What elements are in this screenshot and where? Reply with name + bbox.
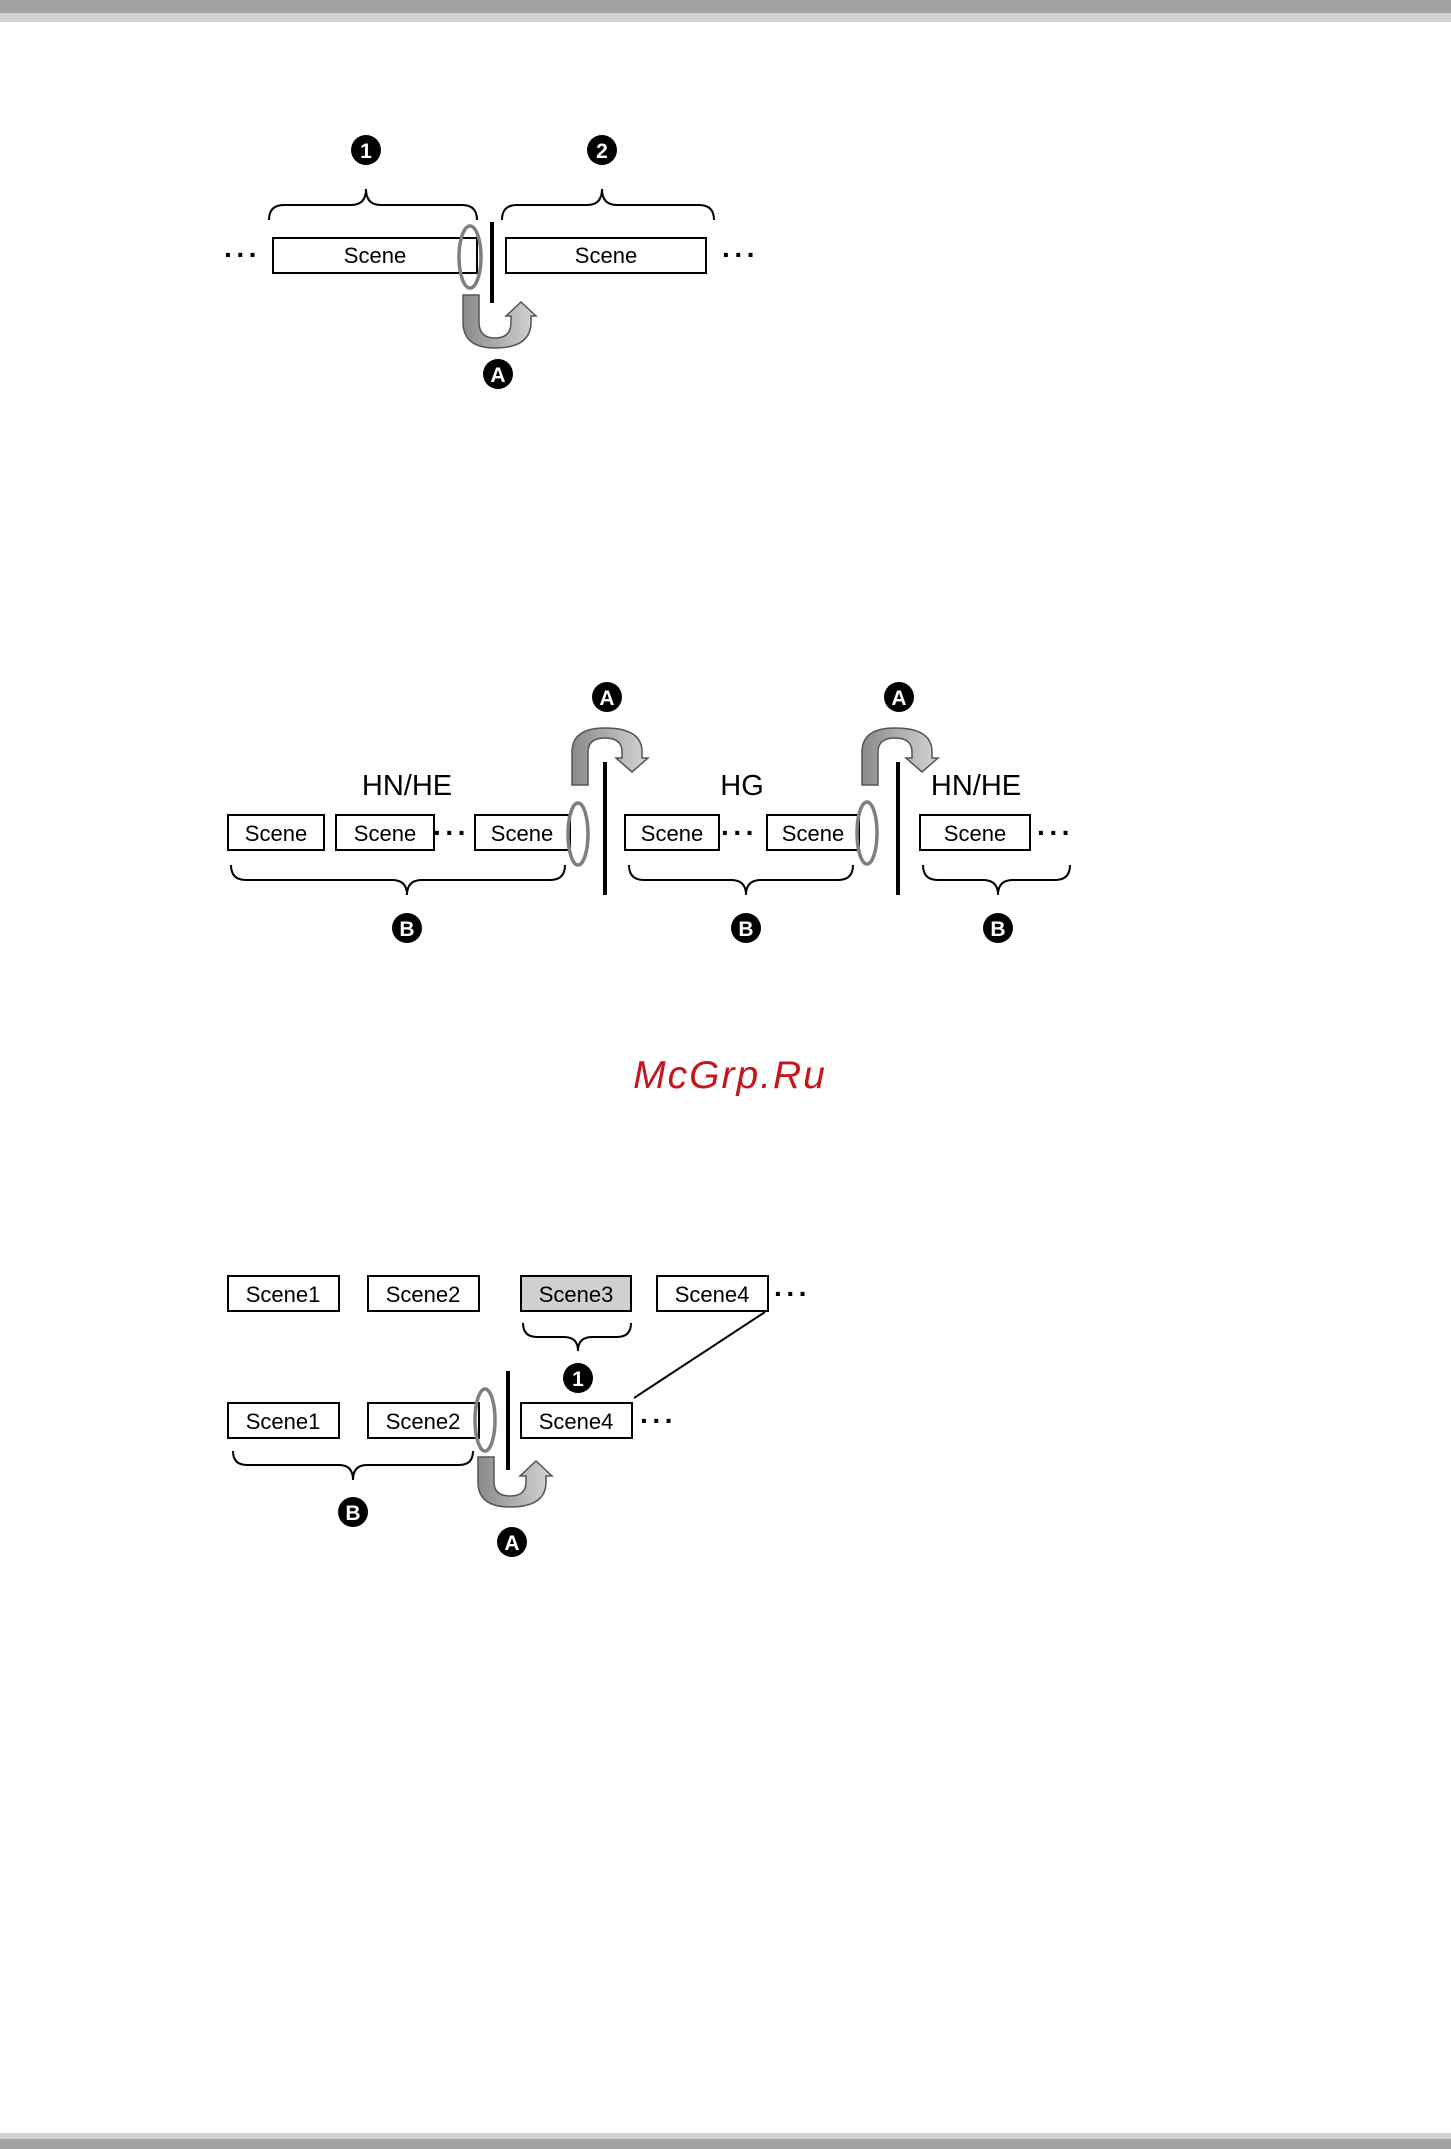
scene3-label: Scene3 bbox=[539, 1282, 614, 1307]
brace-b bbox=[231, 865, 565, 895]
scene4-label: Scene4 bbox=[539, 1409, 614, 1434]
marker-b-label: B bbox=[738, 918, 753, 941]
ellipsis-left: ··· bbox=[224, 239, 261, 270]
heading-hn-he: HN/HE bbox=[362, 770, 452, 802]
brace-b bbox=[233, 1451, 473, 1480]
brace-1 bbox=[269, 189, 477, 220]
marker-a-label: A bbox=[490, 364, 505, 387]
brace-b bbox=[629, 865, 853, 895]
watermark: McGrp.Ru bbox=[633, 1054, 827, 1097]
ellipsis: ··· bbox=[640, 1405, 677, 1436]
marker-a-label: A bbox=[891, 687, 906, 710]
scene-box-label: Scene bbox=[354, 821, 416, 846]
scene1-label: Scene1 bbox=[246, 1282, 321, 1307]
jump-arrow bbox=[572, 728, 648, 785]
scene1-label: Scene1 bbox=[246, 1409, 321, 1434]
brace-2 bbox=[502, 189, 714, 220]
scene4-label: Scene4 bbox=[675, 1282, 750, 1307]
diagram-1: ··· Scene Scene ··· 1 2 A bbox=[224, 135, 759, 389]
scene2-label: Scene2 bbox=[386, 1282, 461, 1307]
scene-box-label: Scene bbox=[782, 821, 844, 846]
scene-box-label: Scene bbox=[245, 821, 307, 846]
marker-b-label: B bbox=[990, 918, 1005, 941]
marker-1-label: 1 bbox=[572, 1368, 584, 1391]
scene-box-label: Scene bbox=[344, 243, 406, 268]
jump-arrow bbox=[478, 1457, 552, 1507]
ellipsis: ··· bbox=[1037, 817, 1074, 848]
connector-line bbox=[634, 1312, 765, 1398]
diagram-3: Scene1 Scene2 Scene3 Scene4 ··· 1 Scene1… bbox=[228, 1276, 811, 1557]
marker-1-label: 1 bbox=[360, 140, 372, 163]
marker-2-label: 2 bbox=[596, 140, 608, 163]
brace-1 bbox=[523, 1323, 631, 1351]
marker-a-label: A bbox=[599, 687, 614, 710]
jump-arrow bbox=[463, 295, 536, 348]
scene-box-label: Scene bbox=[641, 821, 703, 846]
scene-box-label: Scene bbox=[491, 821, 553, 846]
ellipsis: ··· bbox=[721, 817, 758, 848]
heading-hn-he-2: HN/HE bbox=[931, 770, 1021, 802]
scene2-label: Scene2 bbox=[386, 1409, 461, 1434]
ellipsis: ··· bbox=[774, 1278, 811, 1309]
scene-box-label: Scene bbox=[575, 243, 637, 268]
marker-a-label: A bbox=[504, 1532, 519, 1555]
bottom-band-dark bbox=[0, 2139, 1451, 2149]
brace-b bbox=[923, 865, 1070, 895]
marker-b-label: B bbox=[399, 918, 414, 941]
ellipsis: ··· bbox=[433, 817, 470, 848]
heading-hg: HG bbox=[720, 770, 764, 802]
diagram-2: HN/HE HG HN/HE Scene Scene ··· Scene A S… bbox=[228, 682, 1074, 943]
marker-b-label: B bbox=[345, 1502, 360, 1525]
ellipsis-right: ··· bbox=[722, 239, 759, 270]
scene-box-label: Scene bbox=[944, 821, 1006, 846]
